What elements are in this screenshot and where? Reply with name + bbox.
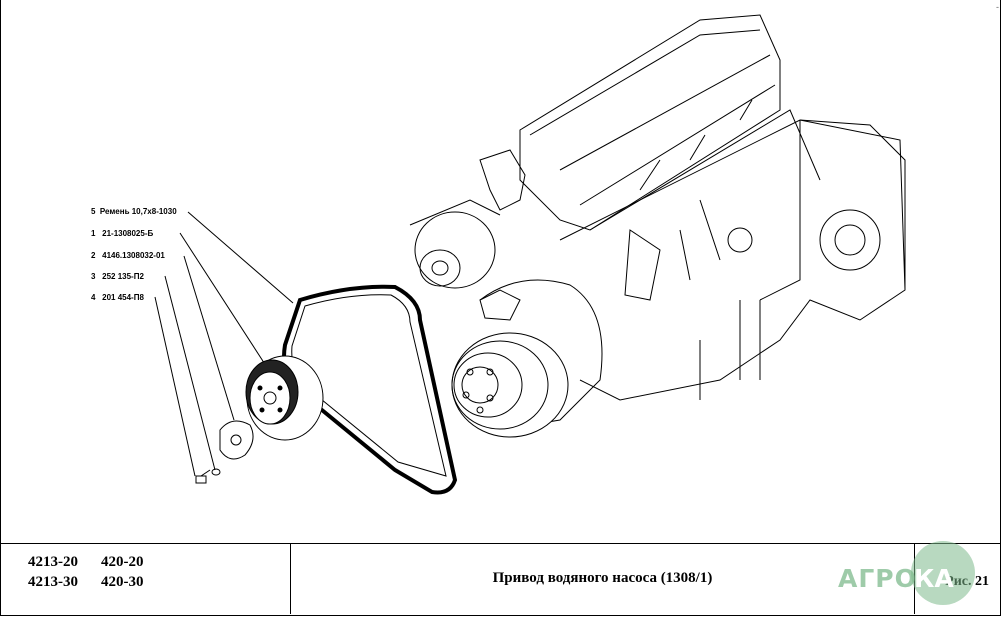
callout-4: 4 201 454-П8: [91, 293, 144, 302]
variant-model: 420-20: [101, 554, 144, 570]
logo-circle-text: КА: [914, 564, 954, 593]
logo-circle: [911, 541, 975, 605]
callout-3-label: 252 135-П2: [102, 272, 144, 281]
model-row: 4213-20 420-20: [28, 554, 174, 571]
title-cell: Привод водяного насоса (1308/1): [291, 544, 915, 614]
leader-line-2: [183, 255, 235, 421]
engine-diagram: [154, 14, 906, 495]
leader-line-1: [179, 232, 271, 373]
corner-mark: -: [996, 2, 999, 12]
callout-1: 1 21-1308025-Б: [91, 229, 153, 238]
logo-text: АГРО: [838, 564, 917, 593]
callout-1-label: 21-1308025-Б: [102, 229, 154, 238]
bolt-part: [195, 469, 211, 484]
callout-5-number: 5: [91, 207, 96, 216]
variant-model: 420-30: [101, 574, 144, 590]
callout-2-number: 2: [91, 251, 96, 260]
agroka-logo: АГРО КА: [832, 538, 992, 618]
engine-block: [409, 14, 906, 438]
callout-5-label: Ремень 10,7x8-1030: [99, 207, 177, 216]
gasket-part: [219, 420, 254, 460]
callout-4-number: 4: [91, 293, 96, 302]
exploded-view-drawing: [154, 14, 906, 495]
leader-line-5: [187, 211, 294, 304]
engine-model: 4213-30: [28, 574, 78, 590]
callout-2: 2 4146.1308032-01: [91, 251, 165, 260]
drawing-title: Привод водяного насоса (1308/1): [492, 570, 713, 586]
engine-model: 4213-20: [28, 554, 78, 570]
leader-line-4: [154, 296, 196, 477]
drawing-frame: [0, 0, 1001, 615]
callout-3: 3 252 135-П2: [91, 272, 144, 281]
model-row: 4213-30 420-30: [28, 574, 174, 591]
callout-1-number: 1: [91, 229, 96, 238]
washer-part: [211, 468, 221, 476]
model-list-cell: 4213-20 420-20 4213-30 420-30: [1, 544, 291, 614]
pulley-part: [245, 355, 324, 441]
title-block: 4213-20 420-20 4213-30 420-30 Привод водян…: [0, 543, 1001, 616]
callout-4-label: 201 454-П8: [102, 293, 144, 302]
callout-5: 5 Ремень 10,7x8-1030: [91, 207, 177, 216]
callout-2-label: 4146.1308032-01: [102, 251, 165, 260]
leader-line-3: [164, 275, 216, 471]
callout-3-number: 3: [91, 272, 96, 281]
